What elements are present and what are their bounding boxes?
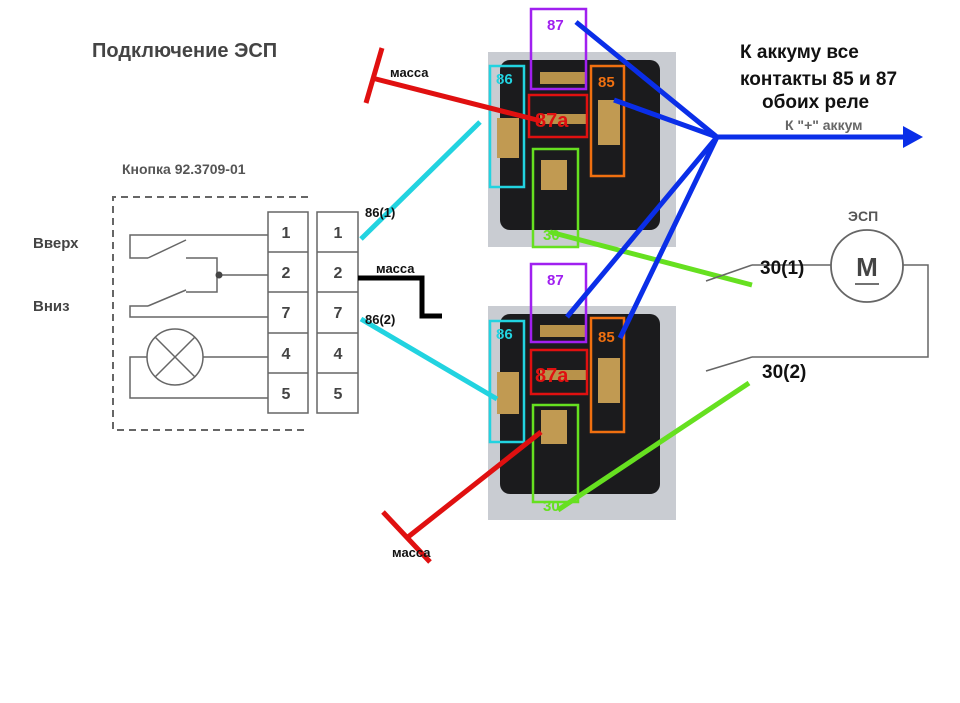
note-line-2: контакты 85 и 87 [740, 69, 897, 90]
motor-icon: M [830, 229, 904, 303]
note-line-1: К аккуму все [740, 42, 859, 63]
terminal-left-1: 1 [282, 225, 291, 242]
terminal-left-7: 7 [282, 305, 291, 322]
battery-wires [565, 20, 905, 340]
relay1-pin87-label: 87 [547, 17, 564, 34]
motor-symbol: M [856, 252, 878, 282]
relay2-pin86-label: 86 [496, 326, 513, 343]
relay-2 [488, 306, 676, 520]
label-86-1: 86(1) [365, 205, 395, 220]
button-label: Кнопка 92.3709-01 [122, 161, 246, 177]
relay2-pin87a-label: 87a [535, 365, 569, 387]
relay1-pin87-frame [529, 7, 588, 91]
motor-title: ЭСП [848, 208, 878, 224]
label-86-2: 86(2) [365, 312, 395, 327]
battery-label: К "+" аккум [785, 117, 863, 133]
motor-input-2: 30(2) [762, 362, 806, 383]
lamp-icon [146, 328, 204, 386]
terminal-right-5: 5 [334, 386, 343, 403]
arrow-to-battery-icon [903, 126, 923, 148]
relay1-pin86-frame [488, 64, 526, 189]
relay2-pin87-frame [529, 262, 588, 344]
label-ground-mid: масса [376, 261, 415, 276]
relay2-pin87-label: 87 [547, 272, 564, 289]
wire-30-2 [556, 380, 751, 513]
junction-dot [215, 271, 223, 279]
relay1-pin85-frame [589, 64, 626, 178]
motor-wiring [705, 264, 929, 372]
relay1-pin86-label: 86 [496, 71, 513, 88]
relay2-pin85-frame [589, 316, 626, 434]
motor-input-1: 30(1) [760, 258, 804, 279]
terminal-left-2: 2 [282, 265, 291, 282]
switch-schematic [129, 234, 268, 399]
up-label: Вверх [33, 235, 79, 252]
wire-ground-relay1 [371, 75, 542, 124]
wire-ground-button [358, 275, 442, 319]
wire-86-2 [359, 316, 499, 402]
label-ground-top: масса [390, 65, 429, 80]
note-line-3: обоих реле [762, 92, 869, 113]
relay2-pin87a-frame [529, 348, 589, 396]
diagram-title: Подключение ЭСП [92, 40, 277, 62]
relay2-pin30-label: 30 [543, 498, 560, 515]
relay1-pin30-frame [531, 147, 580, 249]
wire-86-1 [359, 120, 482, 241]
ground-symbol-top [363, 47, 385, 104]
terminal-right-2: 2 [334, 265, 343, 282]
terminal-right-1: 1 [334, 225, 343, 242]
relay2-pin86-frame [488, 319, 526, 444]
down-label: Вниз [33, 298, 70, 315]
relay1-pin85-label: 85 [598, 74, 615, 91]
terminal-right-7: 7 [334, 305, 343, 322]
wire-ground-relay2 [406, 430, 543, 539]
button-enclosure [112, 196, 308, 431]
relay2-pin85-label: 85 [598, 329, 615, 346]
terminal-block-right [316, 211, 359, 414]
terminal-right-4: 4 [334, 346, 343, 363]
label-ground-bottom: масса [392, 545, 431, 560]
terminal-left-4: 4 [282, 346, 291, 363]
relay2-pin30-frame [531, 403, 580, 504]
terminal-block-left [267, 211, 309, 414]
relay1-pin87a-label: 87a [535, 110, 569, 132]
terminal-left-5: 5 [282, 386, 291, 403]
ground-symbol-bottom [381, 510, 432, 564]
